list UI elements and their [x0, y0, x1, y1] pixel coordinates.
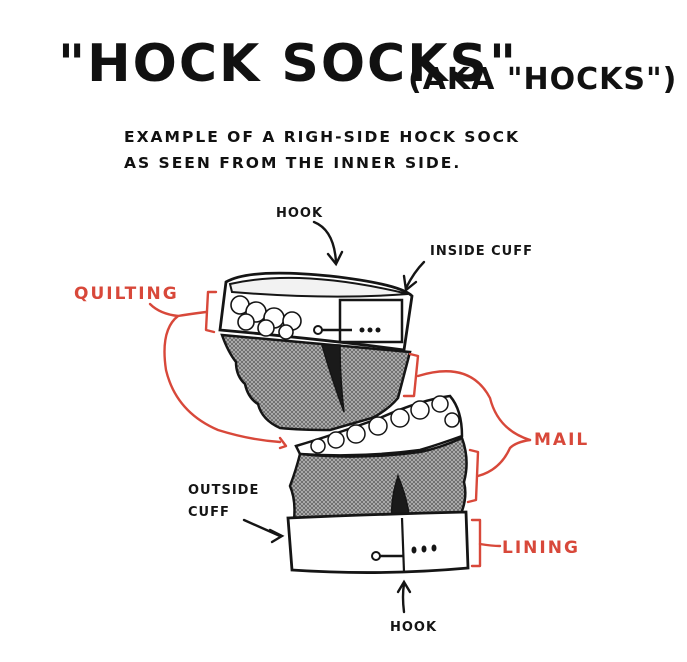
inside-cuff-band: [218, 271, 414, 352]
label-outside-cuff-line-2: CUFF: [188, 505, 230, 520]
diagram-title: "HOCK SOCKS": [58, 34, 519, 94]
upper-hook-slit: [321, 344, 345, 413]
label-quilting: QUILTING: [74, 284, 179, 304]
diagram-aka: (AKA "HOCKS"): [408, 62, 678, 97]
lower-quilting-scallops: [310, 395, 460, 454]
subtitle-line-1: EXAMPLE OF A RIGH-SIDE HOCK SOCK: [124, 128, 521, 146]
diagram-subtitle: EXAMPLE OF A RIGH-SIDE HOCK SOCK AS SEEN…: [124, 124, 520, 176]
label-inside-cuff: INSIDE CUFF: [430, 244, 533, 259]
lower-mail-panel: [288, 436, 468, 522]
red-annotations: [148, 290, 532, 568]
label-lining: LINING: [502, 538, 580, 558]
label-hook-bottom: HOOK: [390, 620, 438, 635]
upper-mail-panel: [220, 333, 412, 432]
label-mail: MAIL: [534, 430, 590, 450]
label-outside-cuff-line-1: OUTSIDE: [188, 483, 260, 498]
outside-cuff-band: [286, 510, 470, 574]
label-hook-top: HOOK: [276, 206, 324, 221]
pointer-arrows: [242, 220, 426, 614]
subtitle-line-2: AS SEEN FROM THE INNER SIDE.: [124, 154, 462, 172]
label-outside-cuff: OUTSIDE CUFF: [188, 480, 259, 524]
